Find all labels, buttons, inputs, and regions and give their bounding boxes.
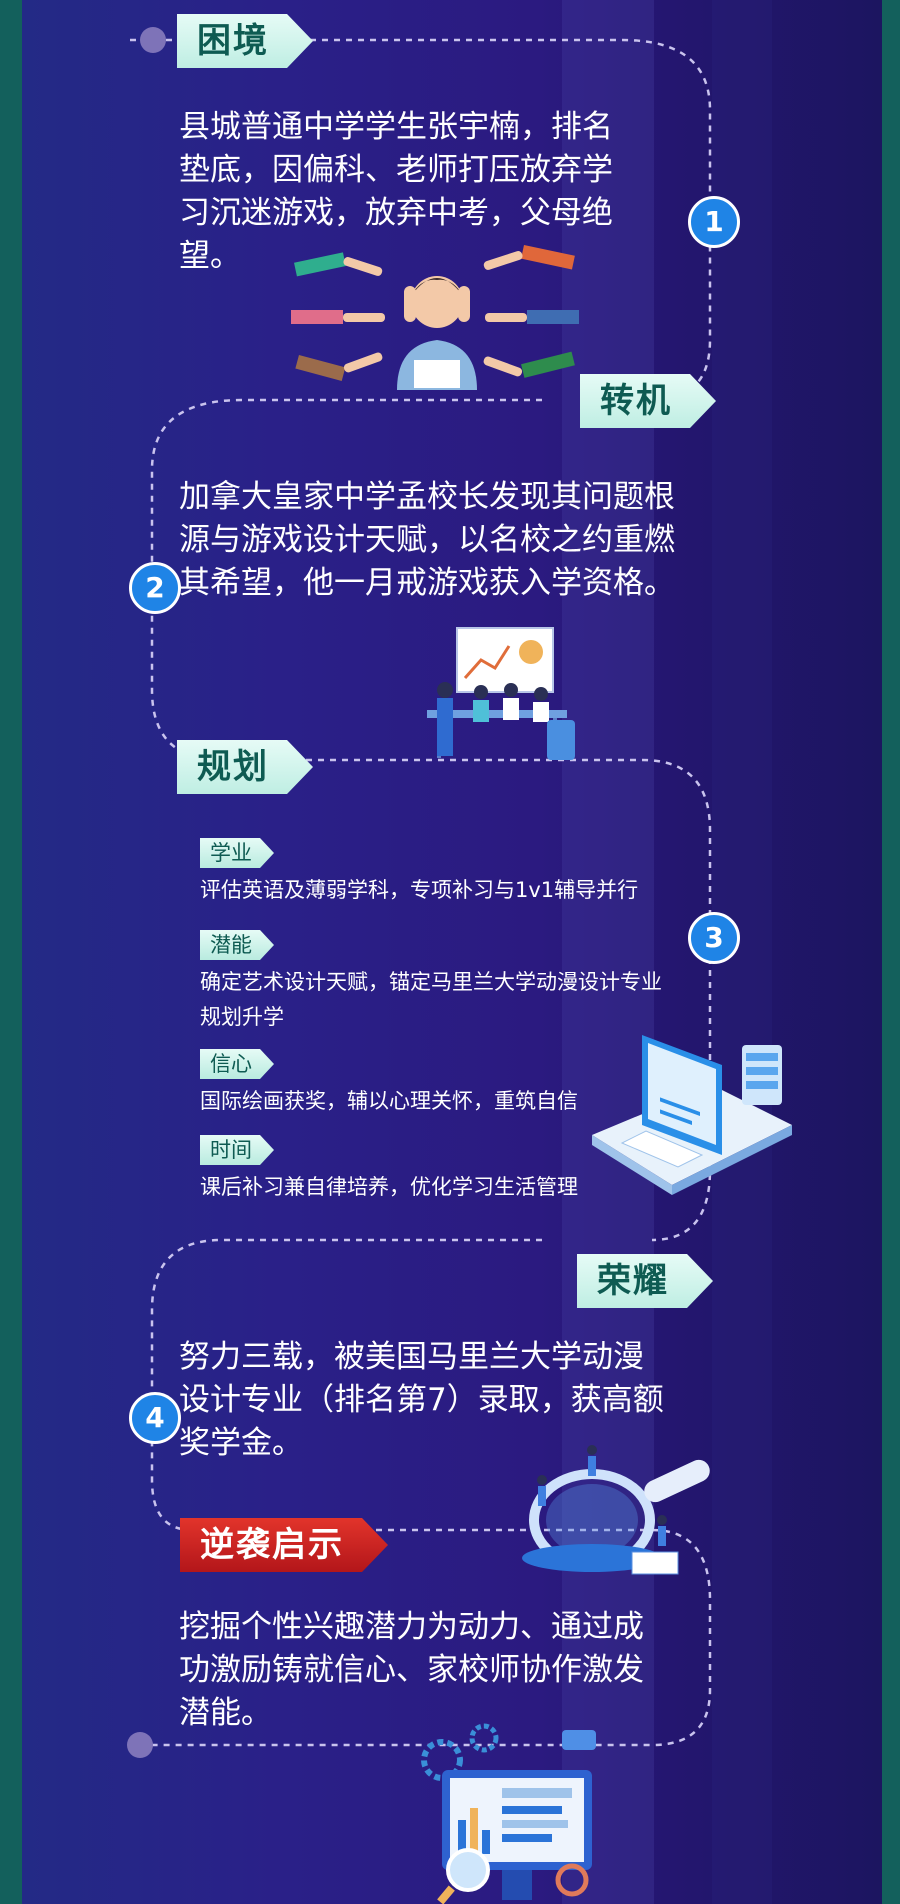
turning-text: 加拿大皇家中学孟校长发现其问题根 源与游戏设计天赋，以名校之约重燃 其希望，他一…	[179, 476, 739, 605]
text-line: 规划升学	[200, 1005, 284, 1029]
text-line: 挖掘个性兴趣潜力为动力、通过成	[179, 1609, 644, 1645]
analytics-monitor-illustration	[421, 1723, 596, 1904]
text-line: 习沉迷游戏，放弃中考，父母绝	[179, 195, 613, 231]
section-label-dilemma: 困境	[177, 14, 313, 68]
step-number-4: 4	[129, 1392, 181, 1444]
text-line: 垫底，因偏科、老师打压放弃学	[179, 152, 613, 188]
infographic-panel: 困境 县城普通中学学生张宇楠，排名 垫底，因偏科、老师打压放弃学 习沉迷游戏，放…	[22, 0, 882, 1904]
planning-tag-time: 时间	[200, 1135, 274, 1165]
planning-tag-confidence: 信心	[200, 1049, 274, 1079]
text-line: 设计专业（排名第7）录取，获高额	[179, 1382, 664, 1418]
text-line: 其希望，他一月戒游戏获入学资格。	[179, 565, 675, 601]
planning-tag-academics: 学业	[200, 838, 274, 868]
meeting-illustration	[427, 627, 575, 760]
computer-server-illustration	[592, 1035, 792, 1195]
step-number-1: 1	[688, 196, 740, 248]
left-border	[0, 0, 22, 1904]
timeline-end-dot	[127, 1732, 153, 1758]
planning-text-time: 课后补习兼自律培养，优化学习生活管理	[200, 1170, 578, 1205]
planning-text-potential: 确定艺术设计天赋，锚定马里兰大学动漫设计专业 规划升学	[200, 965, 662, 1035]
step-number-3: 3	[688, 912, 740, 964]
text-line: 潜能。	[179, 1695, 272, 1731]
section-label-insight: 逆袭启示	[180, 1518, 388, 1572]
text-line: 确定艺术设计天赋，锚定马里兰大学动漫设计专业	[200, 970, 662, 994]
planning-text-academics: 评估英语及薄弱学科，专项补习与1v1辅导并行	[200, 873, 638, 908]
text-line: 望。	[179, 238, 241, 274]
text-line: 努力三载，被美国马里兰大学动漫	[179, 1339, 644, 1375]
text-line: 奖学金。	[179, 1425, 303, 1461]
text-line: 县城普通中学学生张宇楠，排名	[179, 109, 613, 145]
planning-tag-potential: 潜能	[200, 930, 274, 960]
text-line: 源与游戏设计天赋，以名校之约重燃	[179, 522, 675, 558]
timeline-start-dot	[140, 27, 166, 53]
text-line: 课后补习兼自律培养，优化学习生活管理	[200, 1175, 578, 1199]
glory-text: 努力三载，被美国马里兰大学动漫 设计专业（排名第7）录取，获高额 奖学金。	[179, 1336, 739, 1465]
section-label-planning: 规划	[177, 740, 313, 794]
text-line: 国际绘画获奖，辅以心理关怀，重筑自信	[200, 1089, 578, 1113]
stressed-student-illustration	[291, 244, 579, 390]
text-line: 功激励铸就信心、家校师协作激发	[179, 1652, 644, 1688]
dilemma-text: 县城普通中学学生张宇楠，排名 垫底，因偏科、老师打压放弃学 习沉迷游戏，放弃中考…	[179, 106, 639, 278]
planning-text-confidence: 国际绘画获奖，辅以心理关怀，重筑自信	[200, 1084, 578, 1119]
section-label-glory: 荣耀	[577, 1254, 713, 1308]
insight-text: 挖掘个性兴趣潜力为动力、通过成 功激励铸就信心、家校师协作激发 潜能。	[179, 1606, 739, 1735]
section-label-turning: 转机	[580, 374, 716, 428]
step-number-2: 2	[129, 562, 181, 614]
text-line: 加拿大皇家中学孟校长发现其问题根	[179, 479, 675, 515]
text-line: 评估英语及薄弱学科，专项补习与1v1辅导并行	[200, 878, 639, 902]
right-border	[882, 0, 900, 1904]
magnifier-team-illustration	[522, 1445, 710, 1575]
